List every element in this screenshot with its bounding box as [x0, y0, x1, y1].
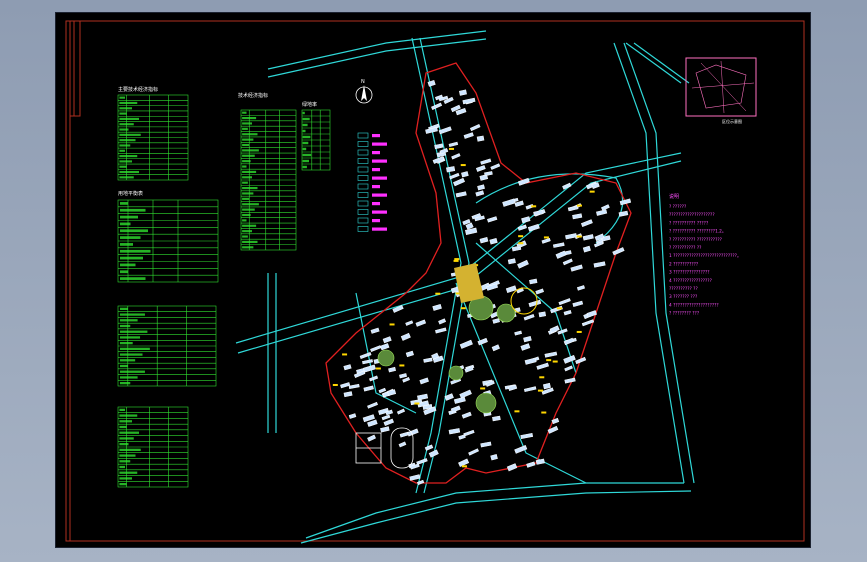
legend-swatch — [357, 175, 369, 181]
indicator-tables — [117, 94, 331, 488]
legend — [357, 132, 387, 232]
legend-text — [372, 134, 380, 138]
north-label: N — [361, 79, 365, 85]
legend-text — [372, 210, 387, 214]
legend-swatch — [357, 132, 369, 139]
legend-text — [372, 185, 380, 189]
note-line: 3 ??????? ??? — [669, 294, 697, 300]
legend-text — [372, 151, 380, 155]
plaza-paving — [454, 263, 484, 303]
residential-buildings — [340, 80, 632, 486]
table-title-2: 用地平衡表 — [118, 190, 143, 197]
legend-swatch — [357, 200, 369, 207]
site-boundary — [325, 62, 632, 484]
table-title-5: 技术经济指标 — [238, 92, 268, 99]
legend-swatch — [357, 226, 369, 232]
legend-swatch — [357, 158, 369, 164]
note-line: 1 ????????????????????????????。 — [669, 253, 741, 259]
indicator-table — [117, 94, 189, 181]
design-notes: ? ?????????????????????????? ? ??????????… — [669, 204, 741, 317]
note-line: 4 ????????????????? — [669, 278, 712, 284]
annotation-tags — [332, 147, 595, 468]
legend-text — [372, 159, 387, 163]
indicator-table — [117, 406, 189, 488]
table-title-1: 主要技术经济指标 — [118, 86, 158, 93]
note-line: ? ?????????? ????????1.2。 — [669, 229, 726, 235]
note-line: ? ???????? ??? — [669, 311, 699, 317]
note-line: ?????????? ?? — [669, 286, 698, 292]
green-spaces — [377, 295, 516, 414]
note-line: 3 ???????????????? — [669, 270, 710, 276]
legend-swatch — [357, 209, 369, 215]
key-map: 区位示意图 — [685, 57, 757, 124]
note-line: ???????????????????? — [669, 212, 715, 218]
plaza-circle — [510, 287, 538, 315]
note-line: ? ?????????? ????? — [669, 220, 708, 226]
note-line: ? ?????????? ??????????? — [669, 237, 722, 243]
legend-text — [372, 142, 387, 146]
legend-text — [372, 176, 387, 180]
legend-swatch — [357, 166, 369, 173]
indicator-table — [117, 305, 217, 387]
note-line: ? ?????? — [669, 204, 686, 210]
legend-swatch — [357, 183, 369, 190]
legend-text — [372, 202, 380, 206]
drawing-frame — [65, 20, 805, 542]
table-title-6: 绿地率 — [302, 101, 317, 108]
site-plan-drawing: 主要技术经济指标 用地平衡表 技术经济指标 绿地率 N 区位示意图 说明 ? ?… — [65, 20, 805, 544]
legend-swatch — [357, 217, 369, 224]
legend-text — [372, 227, 387, 231]
indicator-table — [117, 199, 219, 283]
key-map-caption: 区位示意图 — [722, 118, 742, 124]
notes-title: 说明 — [669, 193, 679, 200]
indicator-table — [301, 109, 331, 171]
legend-swatch — [357, 149, 369, 156]
note-line: ? ?????????? ?? — [669, 245, 701, 251]
legend-text — [372, 193, 387, 197]
legend-swatch — [357, 141, 369, 147]
road-network — [235, 30, 695, 544]
note-line: 4 ???????????????????? — [669, 302, 719, 308]
legend-text — [372, 168, 380, 172]
indicator-table — [240, 109, 297, 251]
north-arrow: N — [355, 79, 373, 104]
legend-text — [372, 219, 380, 223]
cad-drawing-sheet: 主要技术经济指标 用地平衡表 技术经济指标 绿地率 N 区位示意图 说明 ? ?… — [55, 12, 811, 548]
legend-swatch — [357, 192, 369, 198]
note-line: 2 ??????????? — [669, 261, 698, 267]
sports-field — [355, 427, 414, 469]
